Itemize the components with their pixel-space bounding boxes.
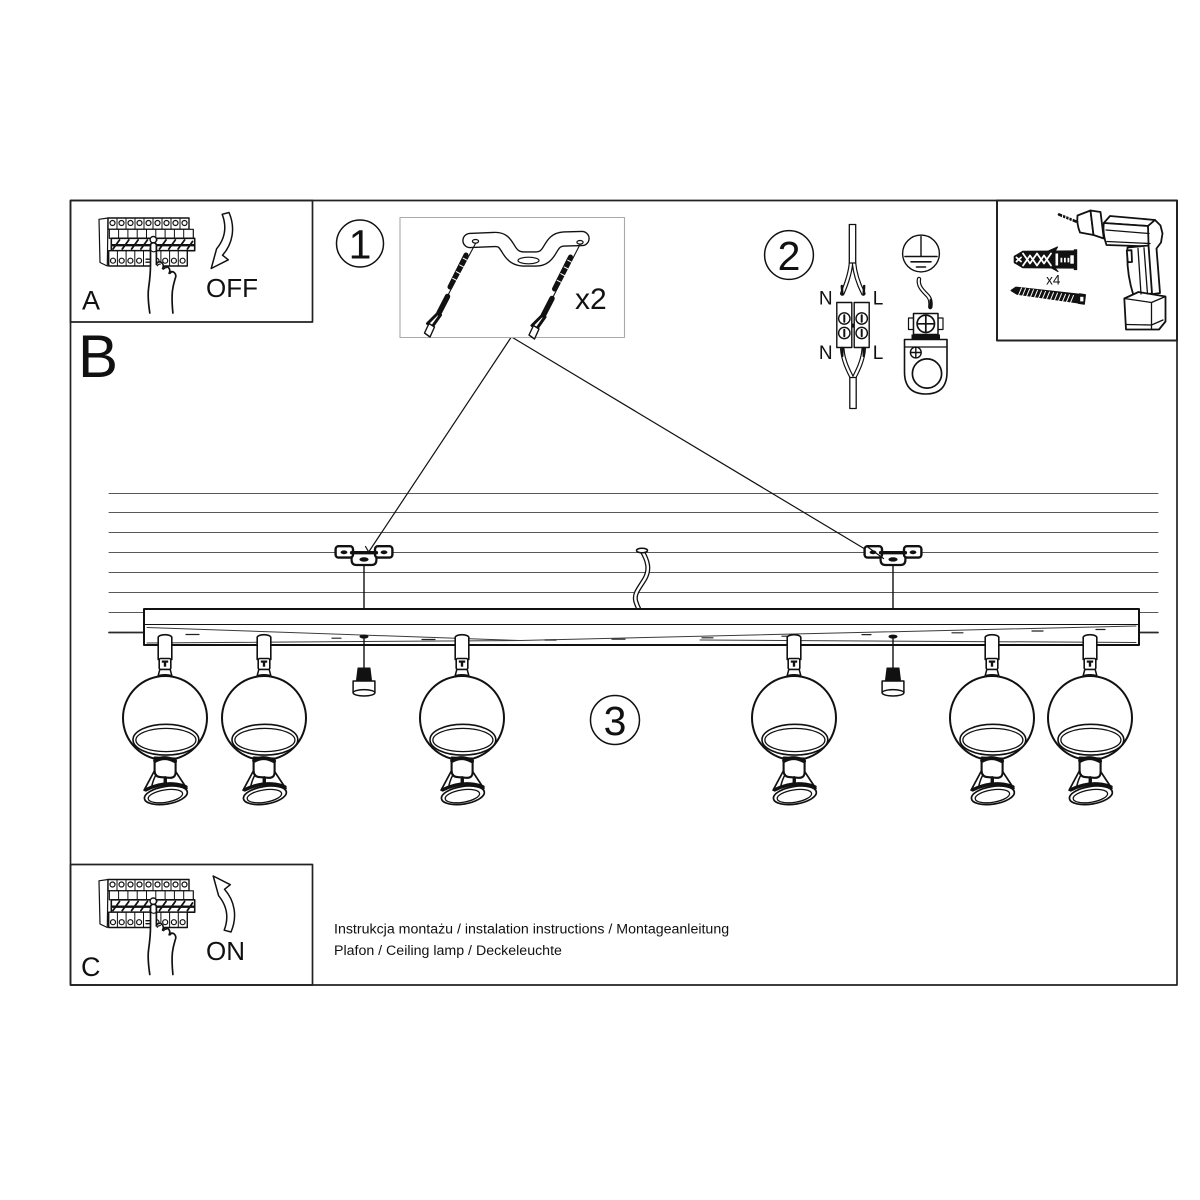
svg-text:x2: x2	[575, 283, 607, 316]
svg-text:L: L	[873, 343, 884, 364]
svg-text:ON: ON	[206, 936, 245, 966]
svg-text:N: N	[819, 289, 833, 310]
svg-text:B: B	[78, 323, 118, 390]
svg-text:N: N	[819, 343, 833, 364]
svg-text:L: L	[873, 289, 884, 310]
svg-text:2: 2	[778, 233, 801, 279]
svg-text:3: 3	[604, 698, 627, 744]
svg-text:OFF: OFF	[206, 273, 258, 303]
svg-text:Instrukcja montażu / instalati: Instrukcja montażu / instalation instruc…	[334, 922, 729, 938]
svg-text:C: C	[81, 952, 101, 982]
svg-text:Plafon / Ceiling lamp / Deckel: Plafon / Ceiling lamp / Deckeleuchte	[334, 943, 562, 959]
svg-text:1: 1	[349, 222, 372, 268]
svg-text:x4: x4	[1046, 273, 1061, 288]
svg-text:A: A	[82, 286, 100, 316]
